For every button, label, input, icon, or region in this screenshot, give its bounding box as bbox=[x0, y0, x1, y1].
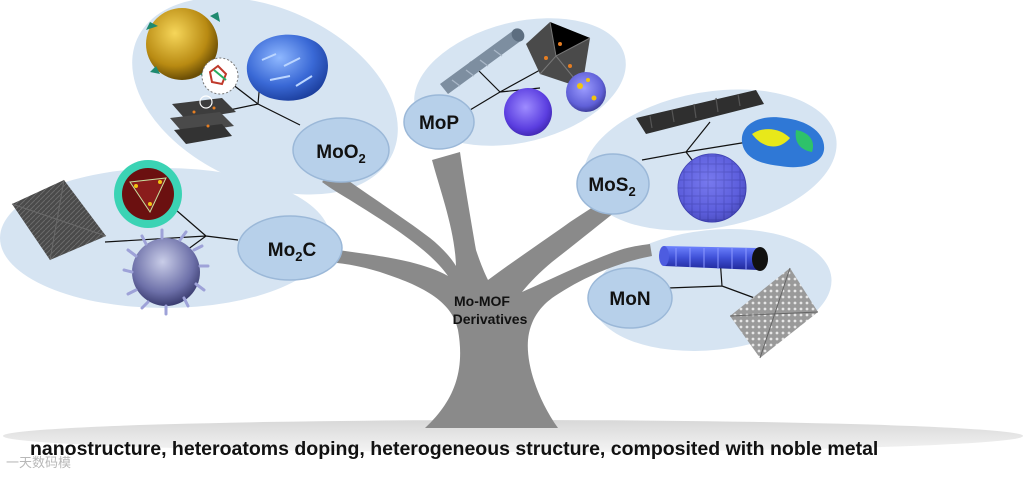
node-mop[interactable]: MoP bbox=[403, 94, 475, 150]
mo2c-illustrations bbox=[11, 160, 210, 316]
moo2-illustrations bbox=[146, 8, 328, 144]
dark-nanobelt-icon bbox=[636, 90, 764, 134]
mos2-illustrations bbox=[636, 90, 825, 223]
blue-flake-icon bbox=[246, 34, 328, 101]
svg-text:MoS2: MoS2 bbox=[588, 175, 635, 199]
node-mo2c-suffix: C bbox=[302, 240, 316, 261]
node-mon-base: MoN bbox=[609, 289, 650, 310]
gray-lattice-octahedron-icon bbox=[730, 268, 818, 358]
purple-sphere-icon bbox=[566, 72, 606, 112]
node-mo2c-sub: 2 bbox=[295, 249, 302, 264]
node-moo2-sub: 2 bbox=[358, 151, 365, 166]
bottom-caption: nanostructure, heteroatoms doping, heter… bbox=[30, 438, 879, 460]
center-label-line1: Mo-MOF bbox=[454, 293, 510, 309]
svg-text:MoN: MoN bbox=[609, 289, 650, 310]
blue-nanotube-icon bbox=[664, 246, 758, 270]
ground bbox=[3, 420, 1023, 452]
node-mop-base: MoP bbox=[419, 113, 459, 134]
node-mon[interactable]: MoN bbox=[587, 267, 673, 329]
watermark: 一天数码模 bbox=[6, 456, 72, 471]
node-mo2c-base: Mo bbox=[268, 240, 295, 261]
tree-trunk bbox=[320, 152, 652, 428]
node-mos2[interactable]: MoS2 bbox=[576, 153, 650, 215]
node-mo2c[interactable]: Mo2C bbox=[237, 215, 343, 281]
node-mos2-sub: 2 bbox=[628, 184, 635, 199]
node-mos2-base: MoS bbox=[588, 175, 628, 196]
node-moo2-base: MoO bbox=[316, 142, 358, 163]
node-moo2[interactable]: MoO2 bbox=[292, 117, 390, 183]
svg-text:Mo2C: Mo2C bbox=[268, 240, 317, 264]
gold-nanosphere-icon bbox=[146, 8, 218, 80]
mon-illustrations bbox=[659, 246, 819, 359]
svg-text:MoO2: MoO2 bbox=[316, 142, 365, 166]
violet-sphere-icon bbox=[504, 88, 552, 136]
mop-illustrations bbox=[440, 21, 606, 136]
svg-text:MoP: MoP bbox=[419, 113, 459, 134]
center-label-line2: Derivatives bbox=[453, 311, 528, 327]
gray-nanorod-icon bbox=[440, 30, 522, 94]
spiky-sphere-icon bbox=[122, 228, 210, 316]
